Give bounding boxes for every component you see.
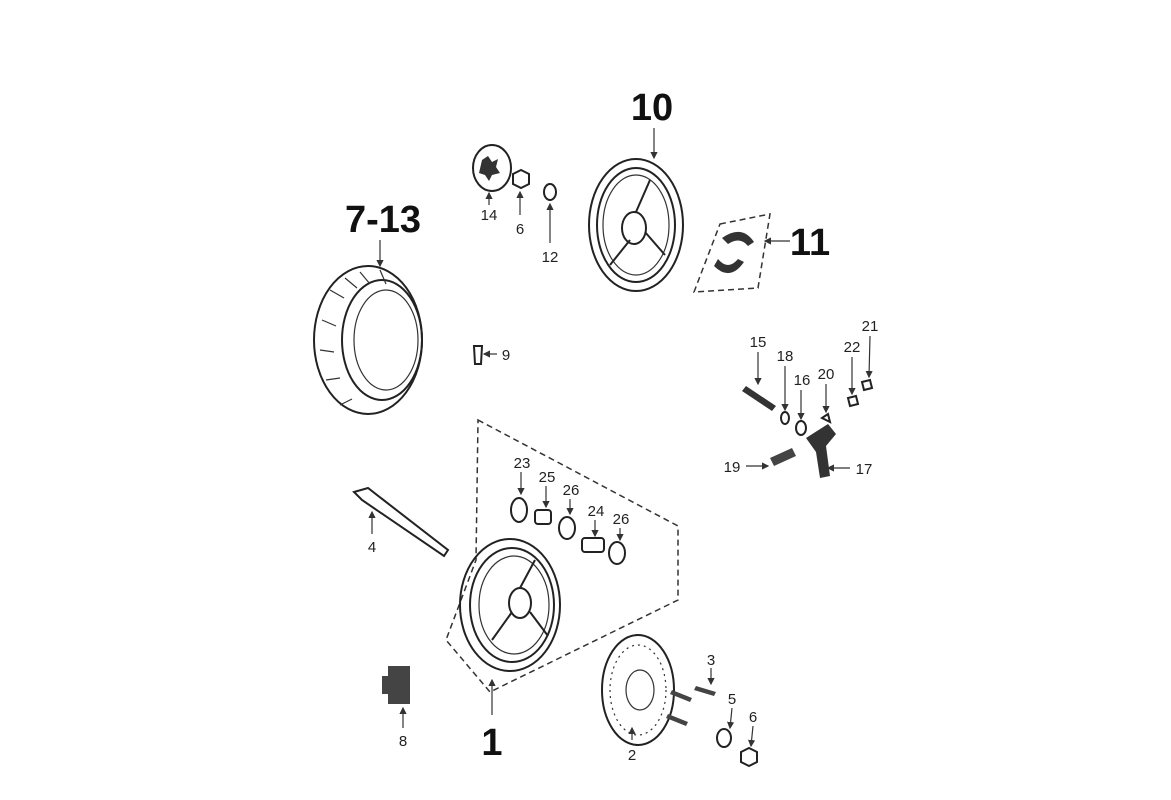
- callout-3: 3: [707, 652, 715, 669]
- brake-disc: [601, 634, 675, 746]
- callout-25: 25: [539, 469, 556, 486]
- brake-arm: [806, 424, 836, 478]
- front-wheel-group-box: [445, 418, 679, 693]
- callout-17: 17: [856, 461, 873, 478]
- washer-5: [716, 728, 732, 748]
- hub-cover-logo: [479, 156, 500, 181]
- bolt-20: [820, 412, 832, 424]
- bearing-26b: [608, 541, 626, 565]
- nut-6: [740, 746, 758, 768]
- brake-cam: [742, 386, 776, 411]
- pin-22: [846, 394, 860, 408]
- spacer-24: [581, 537, 605, 553]
- callout-18: 18: [777, 348, 794, 365]
- callout-8: 8: [399, 733, 407, 750]
- callout-12: 12: [542, 249, 559, 266]
- callout-11: 11: [790, 222, 830, 264]
- callout-10: 10: [631, 87, 673, 129]
- callout-16: 16: [794, 372, 811, 389]
- callout-2: 2: [628, 747, 636, 764]
- callout-9: 9: [502, 347, 510, 364]
- brake-shoes: [714, 231, 754, 274]
- callout-21: 21: [862, 318, 879, 335]
- callout-6-top: 6: [516, 221, 524, 238]
- callout-20: 20: [818, 366, 835, 383]
- caliper: [382, 666, 410, 704]
- front-wheel: [459, 538, 561, 672]
- nut-21: [860, 378, 874, 392]
- callout-5: 5: [728, 691, 736, 708]
- callout-19: 19: [724, 459, 741, 476]
- seal: [780, 411, 790, 425]
- callout-22: 22: [844, 339, 861, 356]
- callout-24: 24: [588, 503, 605, 520]
- spacer-25: [534, 509, 552, 525]
- washer: [543, 183, 557, 201]
- rear-rim: [588, 158, 684, 292]
- tire: [313, 265, 423, 415]
- callout-26-b: 26: [613, 511, 630, 528]
- hub-cover: [472, 144, 512, 192]
- indicator-plate: [795, 420, 807, 436]
- callout-7-13: 7-13: [345, 199, 421, 241]
- callout-4: 4: [368, 539, 376, 556]
- bearing-26a: [558, 516, 576, 540]
- axle: [352, 486, 450, 558]
- spring: [770, 448, 796, 466]
- callout-6-bottom: 6: [749, 709, 757, 726]
- callout-26-a: 26: [563, 482, 580, 499]
- disc-bolts: [666, 686, 716, 726]
- bearing-23: [510, 497, 528, 523]
- callout-23: 23: [514, 455, 531, 472]
- brake-shoe-box: [692, 213, 771, 293]
- callout-14: 14: [481, 207, 498, 224]
- valve: [472, 345, 484, 365]
- callout-1: 1: [481, 722, 502, 764]
- nut: [512, 168, 530, 190]
- callout-15: 15: [750, 334, 767, 351]
